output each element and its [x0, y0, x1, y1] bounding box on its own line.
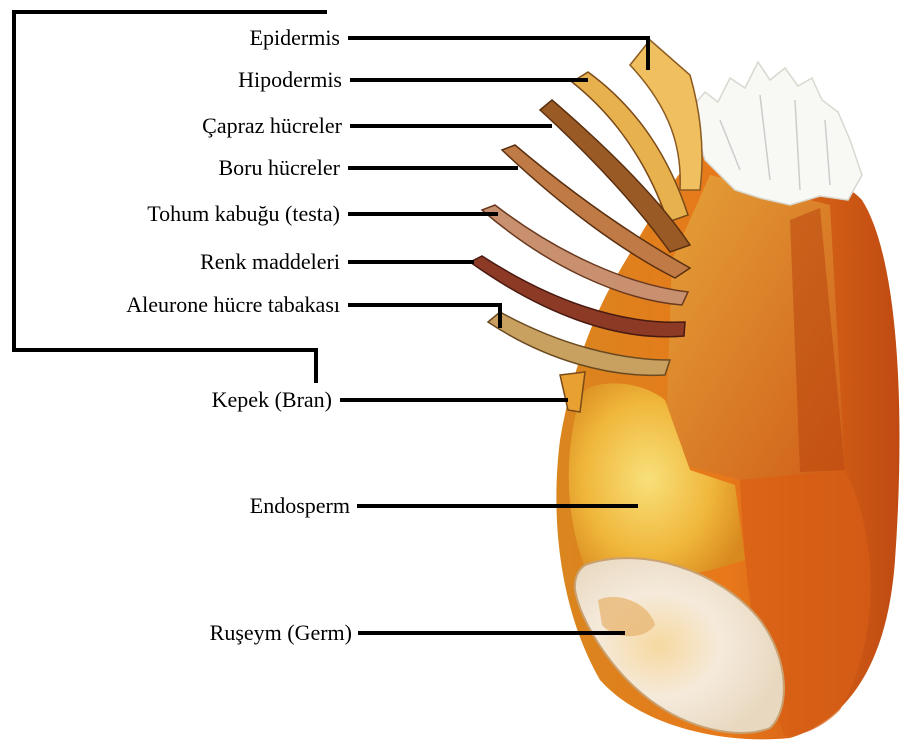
- label-capraz: Çapraz hücreler: [202, 113, 343, 138]
- label-kepek: Kepek (Bran): [212, 387, 332, 412]
- leader-aleurone: [348, 305, 500, 328]
- label-hipodermis: Hipodermis: [238, 67, 342, 92]
- leader-epidermis: [348, 38, 648, 70]
- label-renk: Renk maddeleri: [200, 249, 340, 274]
- label-ruseym: Ruşeym (Germ): [210, 620, 352, 645]
- label-tohum: Tohum kabuğu (testa): [147, 201, 340, 226]
- label-aleurone: Aleurone hücre tabakası: [126, 292, 340, 317]
- bran-edge: [560, 372, 585, 412]
- label-epidermis: Epidermis: [250, 25, 340, 50]
- label-endosperm: Endosperm: [250, 493, 350, 518]
- label-boru: Boru hücreler: [218, 155, 340, 180]
